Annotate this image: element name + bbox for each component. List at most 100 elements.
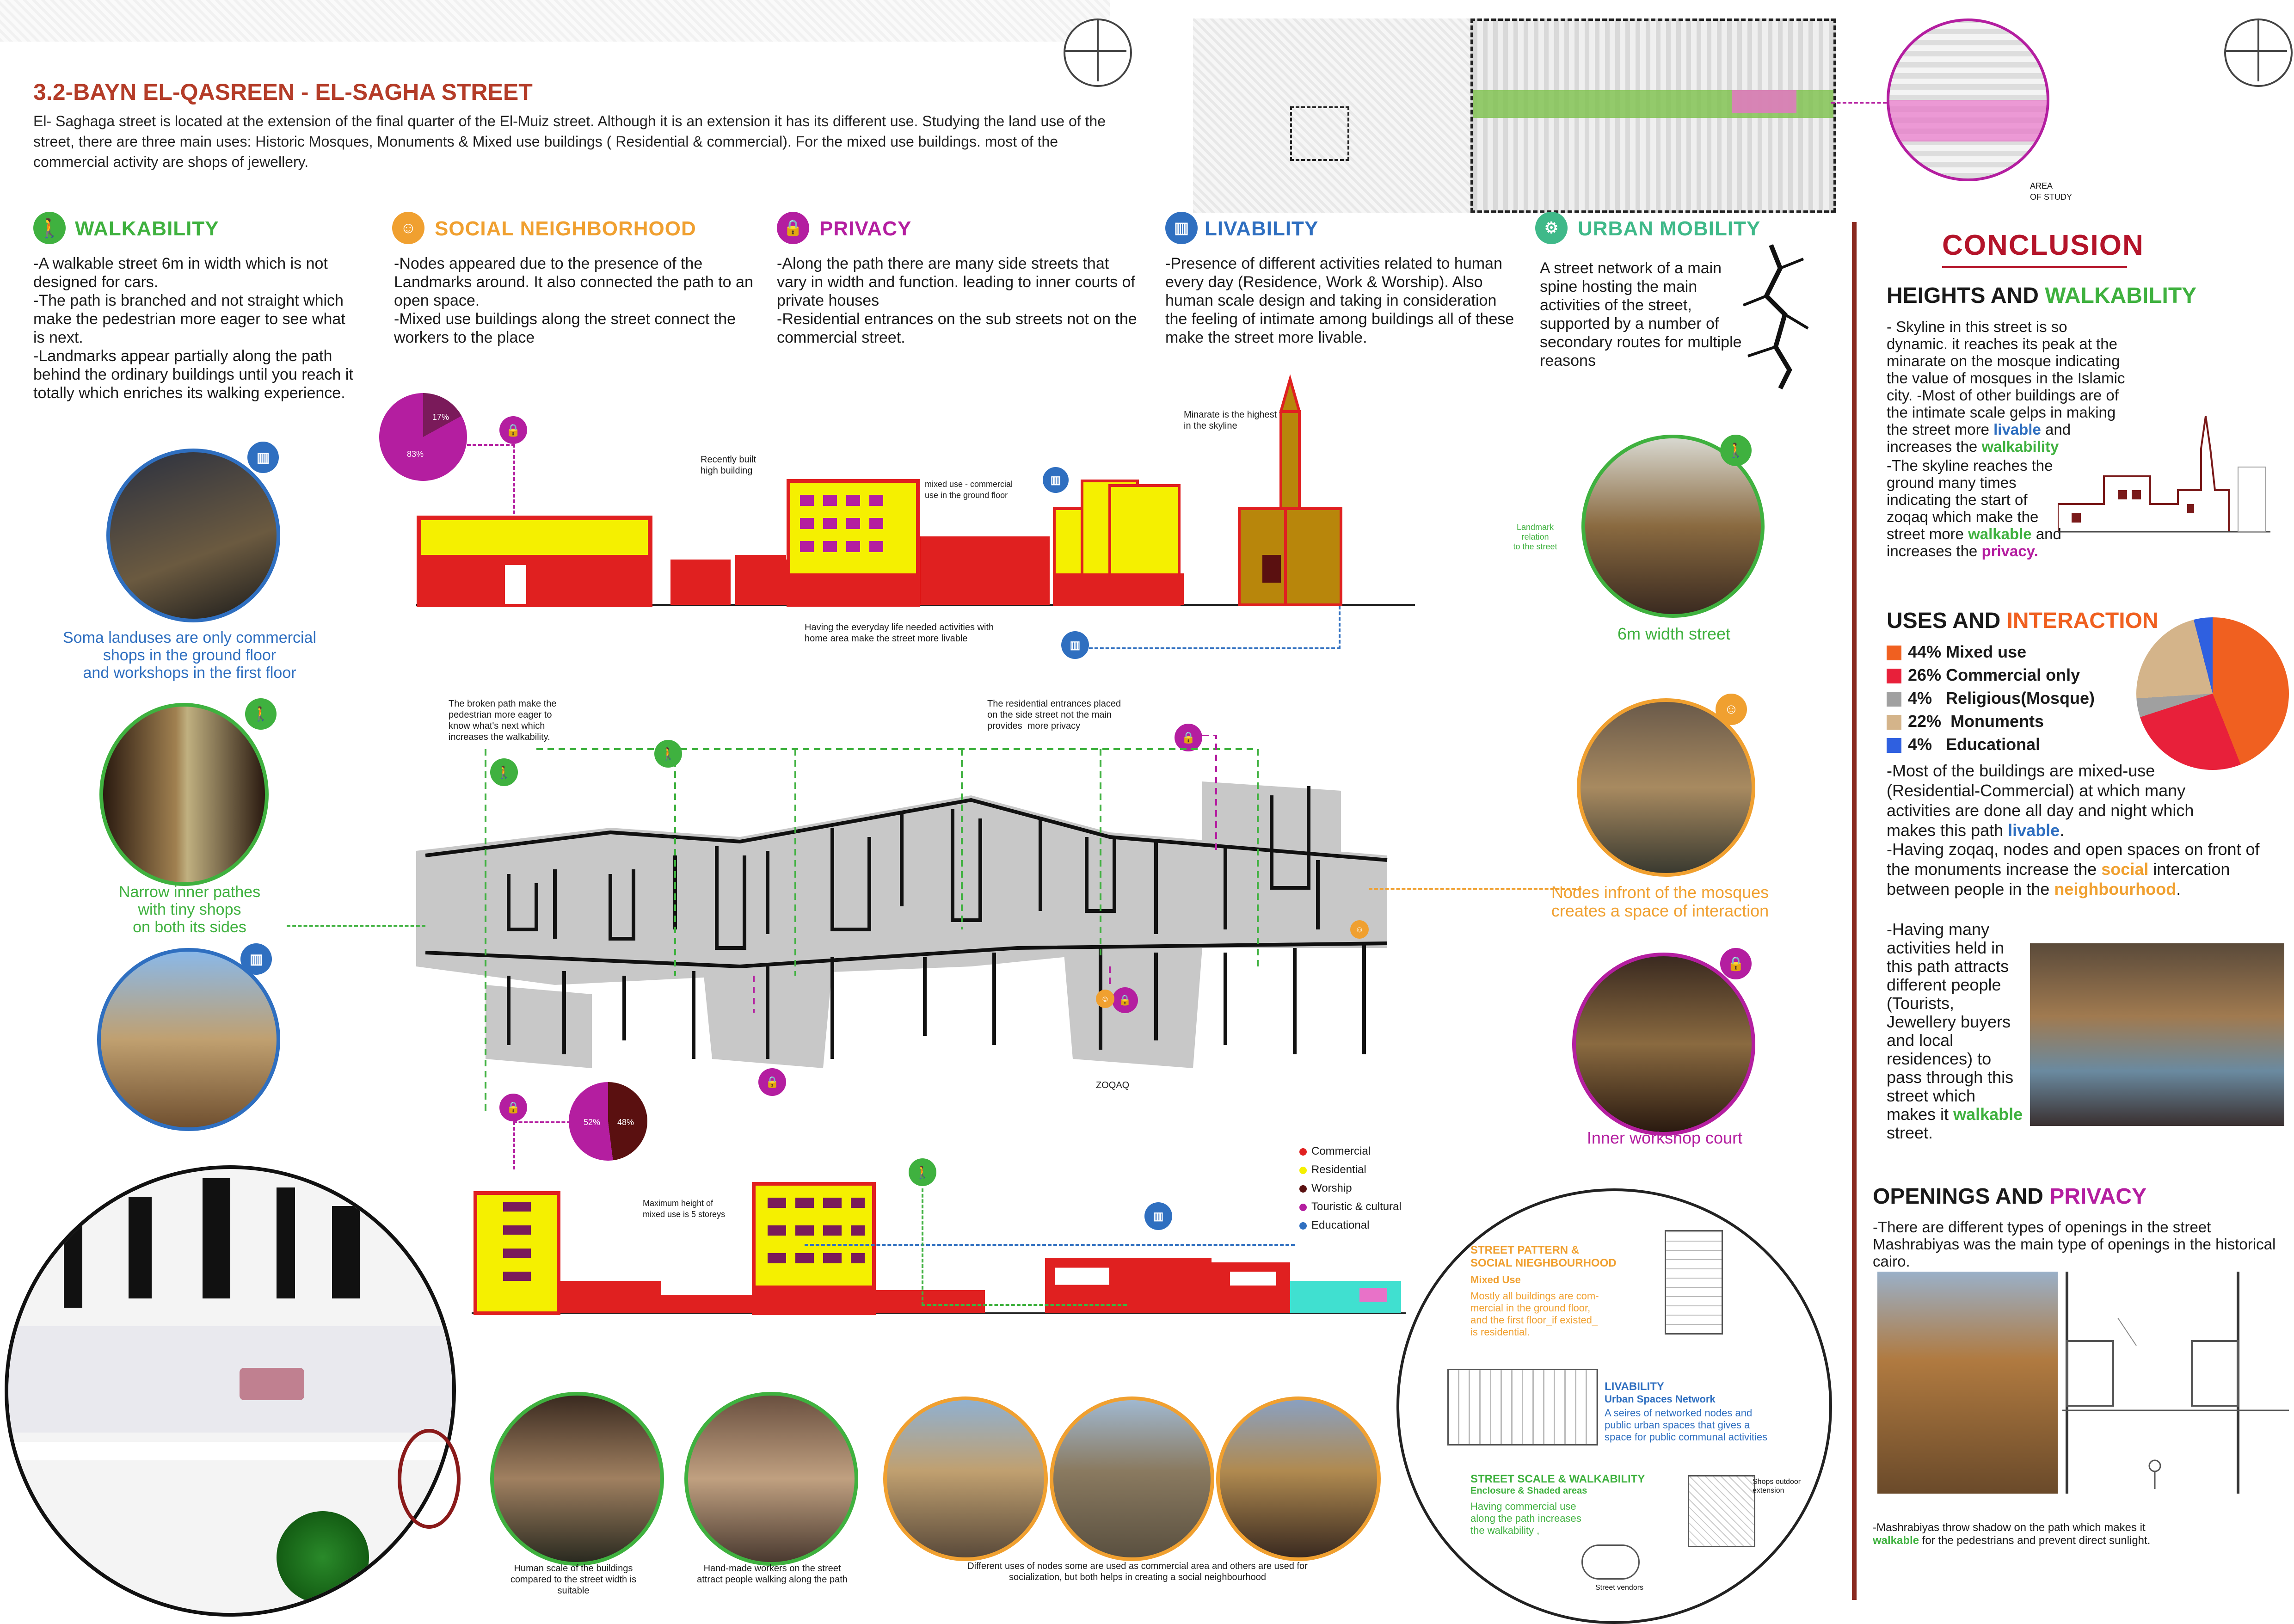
photo-workshop-court (1572, 953, 1755, 1136)
privacy-link-line-2 (513, 1121, 571, 1169)
street-network-diagram (1742, 244, 1809, 390)
buildings-icon: ▥ (1165, 212, 1198, 244)
uses-item: 4% Religious(Mosque) (1887, 687, 2095, 710)
heading-heights-walkability: HEIGHTS AND WALKABILITY (1887, 283, 2197, 308)
legend-item: Commercial (1299, 1142, 1402, 1161)
conclusion-title: CONCLUSION (1942, 229, 2144, 261)
label-zoqaq: ZOQAQ (1096, 1080, 1130, 1090)
caption-nodes-uses: Different uses of nodes some are used as… (967, 1561, 1308, 1582)
photo-nodes (1577, 698, 1755, 877)
skyline-sketch (2058, 416, 2270, 533)
note-max-height: Maximum height of mixed use is 5 storeys (643, 1199, 726, 1219)
sketch-building-drawing (1665, 1230, 1723, 1335)
walkability-node-icon-1: 🚶 (490, 758, 518, 786)
landuse-legend: Commercial Residential Worship Touristic… (1299, 1142, 1402, 1235)
sketch-heading-1: STREET PATTERN & SOCIAL NIEGHBOURHOOD (1470, 1244, 1617, 1269)
openings-text: -There are different types of openings i… (1873, 1218, 2276, 1270)
privacy-link-line (467, 444, 515, 520)
sketch-text-3: Having commercial use along the path inc… (1470, 1501, 1581, 1536)
photo-human-scale (490, 1392, 664, 1566)
walkability-text: -A walkable street 6m in width which is … (33, 255, 353, 402)
caption-human-scale: Human scale of the buildings compared to… (510, 1563, 637, 1596)
walkability-link-line-2 (922, 1188, 1127, 1306)
urban-mobility-text: A street network of a main spine hosting… (1540, 259, 1742, 369)
pie-bottom-label-a-visible: 52% (584, 1118, 601, 1127)
mobility-icon: ⚙ (1535, 212, 1568, 244)
livability-badge-icon-3: ▥ (1043, 467, 1069, 493)
photo-market (2030, 943, 2284, 1126)
uses-text-3: -Having many activities held in this pat… (1887, 920, 2023, 1142)
photo-node-1 (883, 1396, 1048, 1561)
privacy-node-icon-1: 🔒 (1175, 724, 1202, 751)
uses-text-2: -Having zoqaq, nodes and open spaces on … (1887, 840, 2260, 898)
note-minaret: Minarate is the highest in the skyline (1184, 410, 1277, 431)
magenta-link-line (1831, 102, 1887, 104)
livability-text: -Presence of different activities relate… (1165, 255, 1514, 346)
livability-badge-icon: ▥ (247, 442, 279, 473)
social-node-icon-1: ☺ (1096, 990, 1114, 1008)
pie-top-label-b: 83% (407, 449, 424, 459)
social-text: -Nodes appeared due to the presence of t… (394, 255, 753, 346)
green-link-line (287, 925, 425, 927)
sketch-sub-1: Mixed Use (1470, 1274, 1521, 1286)
legend-item: Residential (1299, 1161, 1402, 1179)
university-logo-right (2224, 18, 2293, 87)
note-everyday-life: Having the everyday life needed activiti… (805, 622, 994, 644)
uses-item: 4% Educational (1887, 733, 2095, 756)
sketch-text-1: Mostly all buildings are com- mercial in… (1470, 1290, 1599, 1338)
sketch-cart-drawing (1581, 1544, 1640, 1580)
privacy-text: -Along the path there are many side stre… (777, 255, 1137, 346)
sketch-vendor-drawing (1688, 1475, 1755, 1547)
privacy-node-icon-2: 🔒 (758, 1068, 786, 1096)
privacy-badge-icon-2: 🔒 (1720, 948, 1752, 979)
pie-bottom-label-b: 48% (617, 1118, 634, 1127)
walking-person-icon: 🚶 (33, 212, 66, 244)
university-logo (1064, 18, 1132, 87)
page-title: 3.2-BAYN EL-QASREEN - EL-SAGHA STREET (33, 79, 533, 105)
pie-top (379, 393, 467, 481)
top-street-elevation (416, 374, 1415, 607)
sketch-sub-2: Urban Spaces Network (1605, 1393, 1716, 1405)
livability-badge-icon-2: ▥ (240, 943, 272, 975)
photo-handmade-workers (684, 1392, 858, 1566)
bottom-street-elevation (472, 1182, 1406, 1315)
intro-paragraph: El- Saghaga street is located at the ext… (33, 113, 1106, 170)
photo-node-3 (1216, 1396, 1381, 1561)
livability-badge-icon-4: ▥ (1061, 631, 1089, 659)
walkability-badge-icon-2: 🚶 (1720, 435, 1752, 466)
people-group-icon: ☺ (392, 212, 424, 244)
legend-item: Worship (1299, 1179, 1402, 1198)
sketch-heading-2: LIVABILITY (1605, 1380, 1664, 1393)
legend-item: Touristic & cultural (1299, 1198, 1402, 1216)
uses-list: 44% Mixed use 26% Commercial only 4% Rel… (1887, 640, 2095, 756)
privacy-badge-icon: 🔒 (499, 416, 527, 444)
caption-workshop: Inner workshop court (1587, 1128, 1743, 1147)
conclusion-title-underline (1942, 266, 2127, 268)
uses-item: 26% Commercial only (1887, 664, 2095, 687)
photo-mashrabiya (1877, 1272, 2058, 1494)
photo-soma-shops (106, 449, 280, 622)
walkability-badge-icon: 🚶 (245, 698, 277, 730)
area-of-study-label: AREA OF STUDY (2030, 181, 2073, 202)
caption-nodes: Nodes infront of the mosques creates a s… (1551, 883, 1769, 920)
lock-icon: 🔒 (777, 212, 809, 244)
legend-item: Educational (1299, 1216, 1402, 1235)
note-recently-built: Recently built high building (701, 455, 756, 476)
sketch-text-2: A seires of networked nodes and public u… (1605, 1407, 1768, 1443)
pie-top-label-a: 17% (432, 412, 449, 422)
caption-narrow: Narrow inner pathes with tiny shops on b… (118, 883, 261, 936)
uses-item: 22% Monuments (1887, 710, 2095, 733)
heading-livability: LIVABILITY (1205, 217, 1319, 240)
social-badge-icon: ☺ (1716, 694, 1747, 725)
note-mixed-use: mixed use - commercial use in the ground… (925, 480, 1013, 500)
heading-social-neighborhood: SOCIAL NEIGHBORHOOD (435, 217, 696, 240)
caption-soma: Soma landuses are only commercial shops … (62, 629, 317, 682)
heading-urban-mobility: URBAN MOBILITY (1578, 217, 1761, 240)
sketch-street-drawing (1447, 1369, 1598, 1446)
livability-link-line-2 (805, 1244, 1295, 1246)
top-map-strip (0, 0, 1110, 42)
sketch-heading-3: STREET SCALE & WALKABILITY (1470, 1473, 1645, 1485)
heading-openings-privacy: OPENINGS AND PRIVACY (1873, 1184, 2147, 1209)
openings-footnote: -Mashrabiyas throw shadow on the path wh… (1873, 1521, 2151, 1547)
zoom-link (1290, 106, 1349, 161)
